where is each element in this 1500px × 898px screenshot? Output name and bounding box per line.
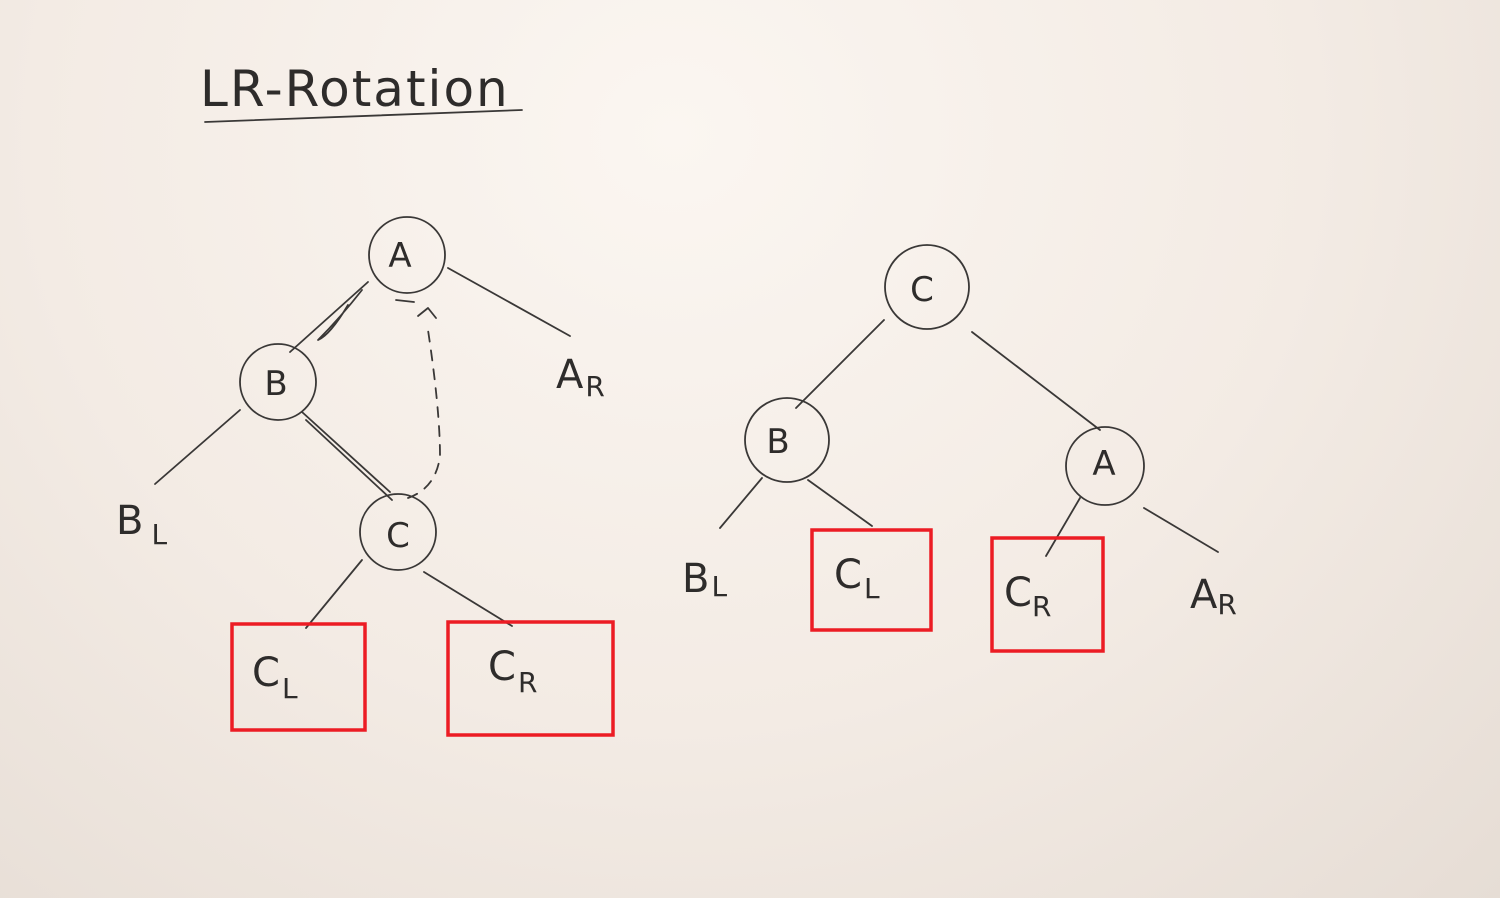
svg-text:C: C bbox=[386, 516, 410, 556]
edge-b-c-emphasis bbox=[305, 419, 393, 501]
edge-a-ar-after bbox=[1143, 507, 1219, 553]
edge-c-cl bbox=[305, 559, 363, 629]
after-leaf-cr: CR bbox=[1004, 570, 1051, 623]
after-node-a: A bbox=[1065, 426, 1145, 506]
after-leaf-bl: BL bbox=[682, 556, 727, 603]
after-node-c: C bbox=[884, 244, 970, 330]
edge-b-bl bbox=[154, 409, 241, 485]
svg-text:C: C bbox=[910, 270, 934, 310]
edge-c-b bbox=[795, 319, 885, 409]
rotation-arrow-tick bbox=[395, 299, 415, 303]
after-highlight-cr bbox=[990, 536, 1105, 653]
after-leaf-cl: CL bbox=[834, 552, 880, 605]
edge-b-c bbox=[301, 411, 391, 493]
edge-a-ar bbox=[447, 267, 571, 337]
edge-a-cr-after bbox=[1045, 497, 1081, 557]
diagram-title: LR-Rotation bbox=[200, 60, 510, 118]
svg-text:A: A bbox=[1092, 444, 1115, 484]
after-leaf-ar: AR bbox=[1190, 572, 1237, 621]
svg-text:A: A bbox=[388, 236, 411, 276]
edge-b-cl-after bbox=[807, 479, 873, 527]
before-node-c: C bbox=[359, 493, 437, 571]
title-underline bbox=[204, 109, 523, 123]
after-highlight-cl bbox=[810, 528, 933, 632]
svg-text:B: B bbox=[264, 364, 287, 404]
svg-text:B: B bbox=[766, 422, 789, 462]
before-highlight-cr bbox=[446, 620, 615, 737]
before-node-b: B bbox=[239, 343, 317, 421]
edge-c-cr bbox=[423, 571, 513, 627]
before-leaf-cr: CR bbox=[488, 644, 537, 699]
edge-c-a bbox=[971, 331, 1101, 431]
before-leaf-ar: AR bbox=[556, 352, 605, 403]
before-leaf-cl: CL bbox=[252, 650, 298, 705]
edge-b-bl-after bbox=[719, 477, 763, 529]
rotation-arrow bbox=[407, 329, 441, 499]
before-highlight-cl bbox=[230, 622, 367, 732]
rotation-arrow-head bbox=[417, 307, 437, 319]
title-group: LR-Rotation bbox=[200, 60, 523, 123]
edge-a-b-emphasis bbox=[317, 289, 363, 341]
edge-a-b bbox=[289, 281, 369, 353]
before-node-a: A bbox=[368, 216, 446, 294]
after-node-b: B bbox=[744, 397, 830, 483]
after-tree: C B A BL CL CR AR bbox=[682, 244, 1237, 653]
